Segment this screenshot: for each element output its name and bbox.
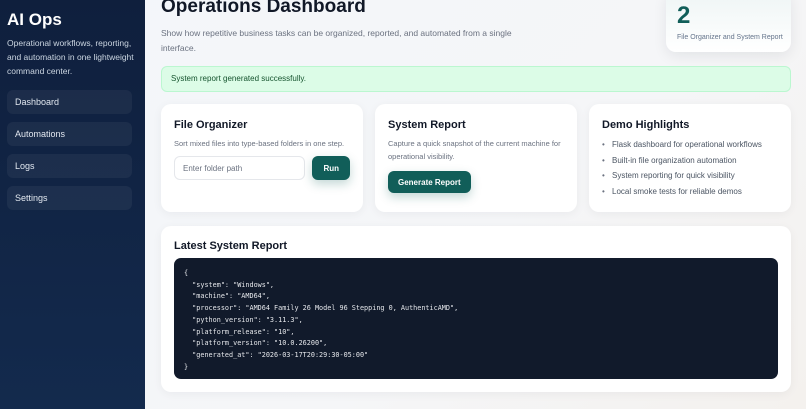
demo-highlights-card: Demo Highlights Flask dashboard for oper… [589,104,791,212]
page-subtitle: Show how repetitive business tasks can b… [161,28,512,53]
list-item: Built-in file organization automation [602,153,778,169]
generate-report-button[interactable]: Generate Report [388,171,471,193]
report-json-block: { "system": "Windows", "machine": "AMD64… [174,258,778,379]
run-button[interactable]: Run [312,156,350,180]
demo-highlights-title: Demo Highlights [602,119,690,131]
system-report-description: Capture a quick snapshot of the current … [388,139,561,161]
stat-value: 2 [677,2,691,29]
file-organizer-title: File Organizer [174,119,248,131]
sidebar-item-logs[interactable]: Logs [7,154,132,178]
latest-report-card: Latest System Report { "system": "Window… [161,226,791,392]
sidebar-nav: Dashboard Automations Logs Settings [7,90,138,210]
sidebar-item-automations[interactable]: Automations [7,122,132,146]
file-organizer-description: Sort mixed files into type-based folders… [174,139,345,148]
sidebar-item-settings[interactable]: Settings [7,186,132,210]
page-title: Operations Dashboard [161,0,366,17]
success-alert: System report generated successfully. [161,66,791,92]
latest-report-title: Latest System Report [174,240,288,252]
list-item: Flask dashboard for operational workflow… [602,137,778,153]
brand-title: AI Ops [7,10,62,29]
system-report-title: System Report [388,119,466,131]
list-item: System reporting for quick visibility [602,168,778,184]
brand-description: Operational workflows, reporting, and au… [7,38,134,76]
list-item: Local smoke tests for reliable demos [602,184,778,200]
stat-label: File Organizer and System Report [677,34,783,41]
highlights-list: Flask dashboard for operational workflow… [602,137,778,199]
system-report-card: System Report Capture a quick snapshot o… [375,104,577,212]
sidebar-item-dashboard[interactable]: Dashboard [7,90,132,114]
file-organizer-form: Run [174,156,350,180]
stat-card: 2 File Organizer and System Report [666,0,791,52]
folder-path-input[interactable] [174,156,306,180]
file-organizer-card: File Organizer Sort mixed files into typ… [161,104,363,212]
sidebar: AI Ops Operational workflows, reporting,… [0,0,145,409]
